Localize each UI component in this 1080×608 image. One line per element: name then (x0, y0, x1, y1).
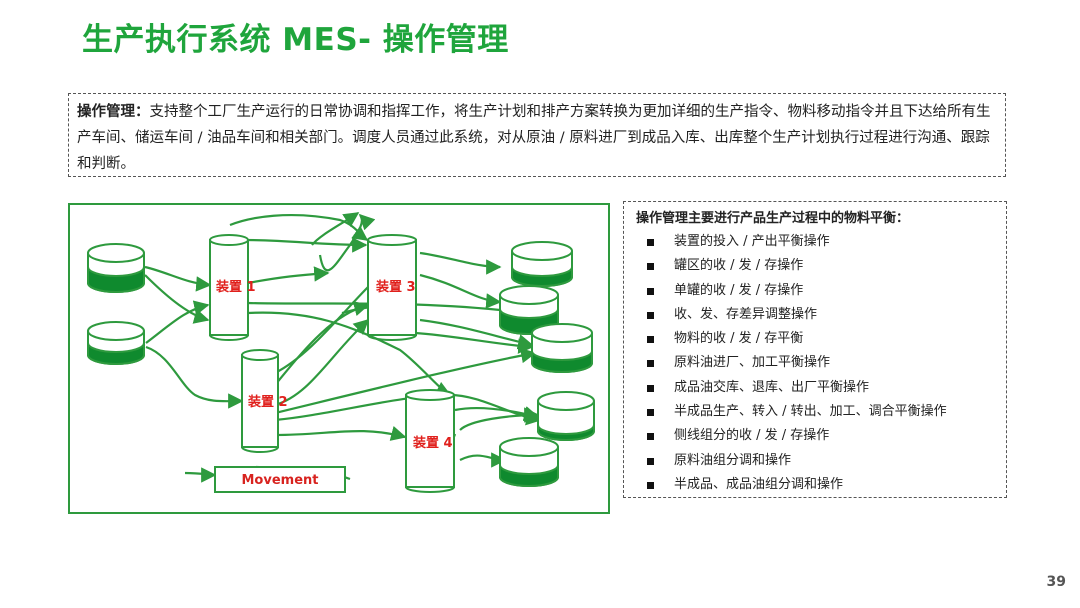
list-item: 半成品生产、转入 / 转出、加工、调合平衡操作 (647, 400, 1006, 424)
tank-left-2 (87, 321, 145, 365)
tank-right-3 (531, 323, 593, 373)
unit-3-vessel (367, 234, 417, 341)
list-item: 收、发、存差异调整操作 (647, 303, 1006, 327)
list-item: 罐区的收 / 发 / 存操作 (647, 254, 1006, 278)
material-balance-list-box: 操作管理主要进行产品生产过程中的物料平衡： 装置的投入 / 产出平衡操作 罐区的… (623, 201, 1007, 498)
movement-box (214, 466, 346, 493)
unit-3-label: 装置 3 (375, 279, 416, 295)
description-box: 操作管理：支持整个工厂生产运行的日常协调和指挥工作，将生产计划和排产方案转换为更… (68, 93, 1006, 177)
unit-2-label: 装置 2 (247, 394, 288, 410)
unit-1-label: 装置 1 (215, 279, 256, 295)
page-number: 39 (1046, 574, 1066, 590)
tank-right-4 (537, 391, 595, 441)
list-item: 装置的投入 / 产出平衡操作 (647, 230, 1006, 254)
list-item: 侧线组分的收 / 发 / 存操作 (647, 424, 1006, 448)
unit-1-vessel (209, 234, 249, 341)
page-title: 生产执行系统 MES- 操作管理 (82, 22, 509, 58)
list-item: 原料油进厂、加工平衡操作 (647, 351, 1006, 375)
unit-4-label: 装置 4 (412, 435, 453, 451)
list-title: 操作管理主要进行产品生产过程中的物料平衡： (636, 211, 910, 226)
flow-diagram-svg: 装置 1 装置 2 装置 3 装置 4 Movement (87, 212, 595, 493)
description-text: 支持整个工厂生产运行的日常协调和指挥工作，将生产计划和排产方案转换为更加详细的生… (77, 104, 991, 172)
list-item: 单罐的收 / 发 / 存操作 (647, 279, 1006, 303)
tank-right-2 (499, 285, 559, 335)
material-flow-diagram: 装置 1 装置 2 装置 3 装置 4 Movement (68, 203, 610, 514)
list-item: 成品油交库、退库、出厂平衡操作 (647, 376, 1006, 400)
movement-label: Movement (242, 473, 319, 488)
description-label: 操作管理： (77, 104, 150, 120)
tank-right-1 (511, 241, 573, 287)
list-item: 物料的收 / 发 / 存平衡 (647, 327, 1006, 351)
tank-left-1 (87, 243, 145, 293)
list-item: 半成品、成品油组分调和操作 (647, 473, 1006, 497)
unit-2-vessel (241, 349, 279, 453)
list-item: 原料油组分调和操作 (647, 449, 1006, 473)
balance-items: 装置的投入 / 产出平衡操作 罐区的收 / 发 / 存操作 单罐的收 / 发 /… (636, 230, 1006, 497)
unit-4-vessel (405, 389, 455, 493)
tank-right-5 (499, 437, 559, 487)
